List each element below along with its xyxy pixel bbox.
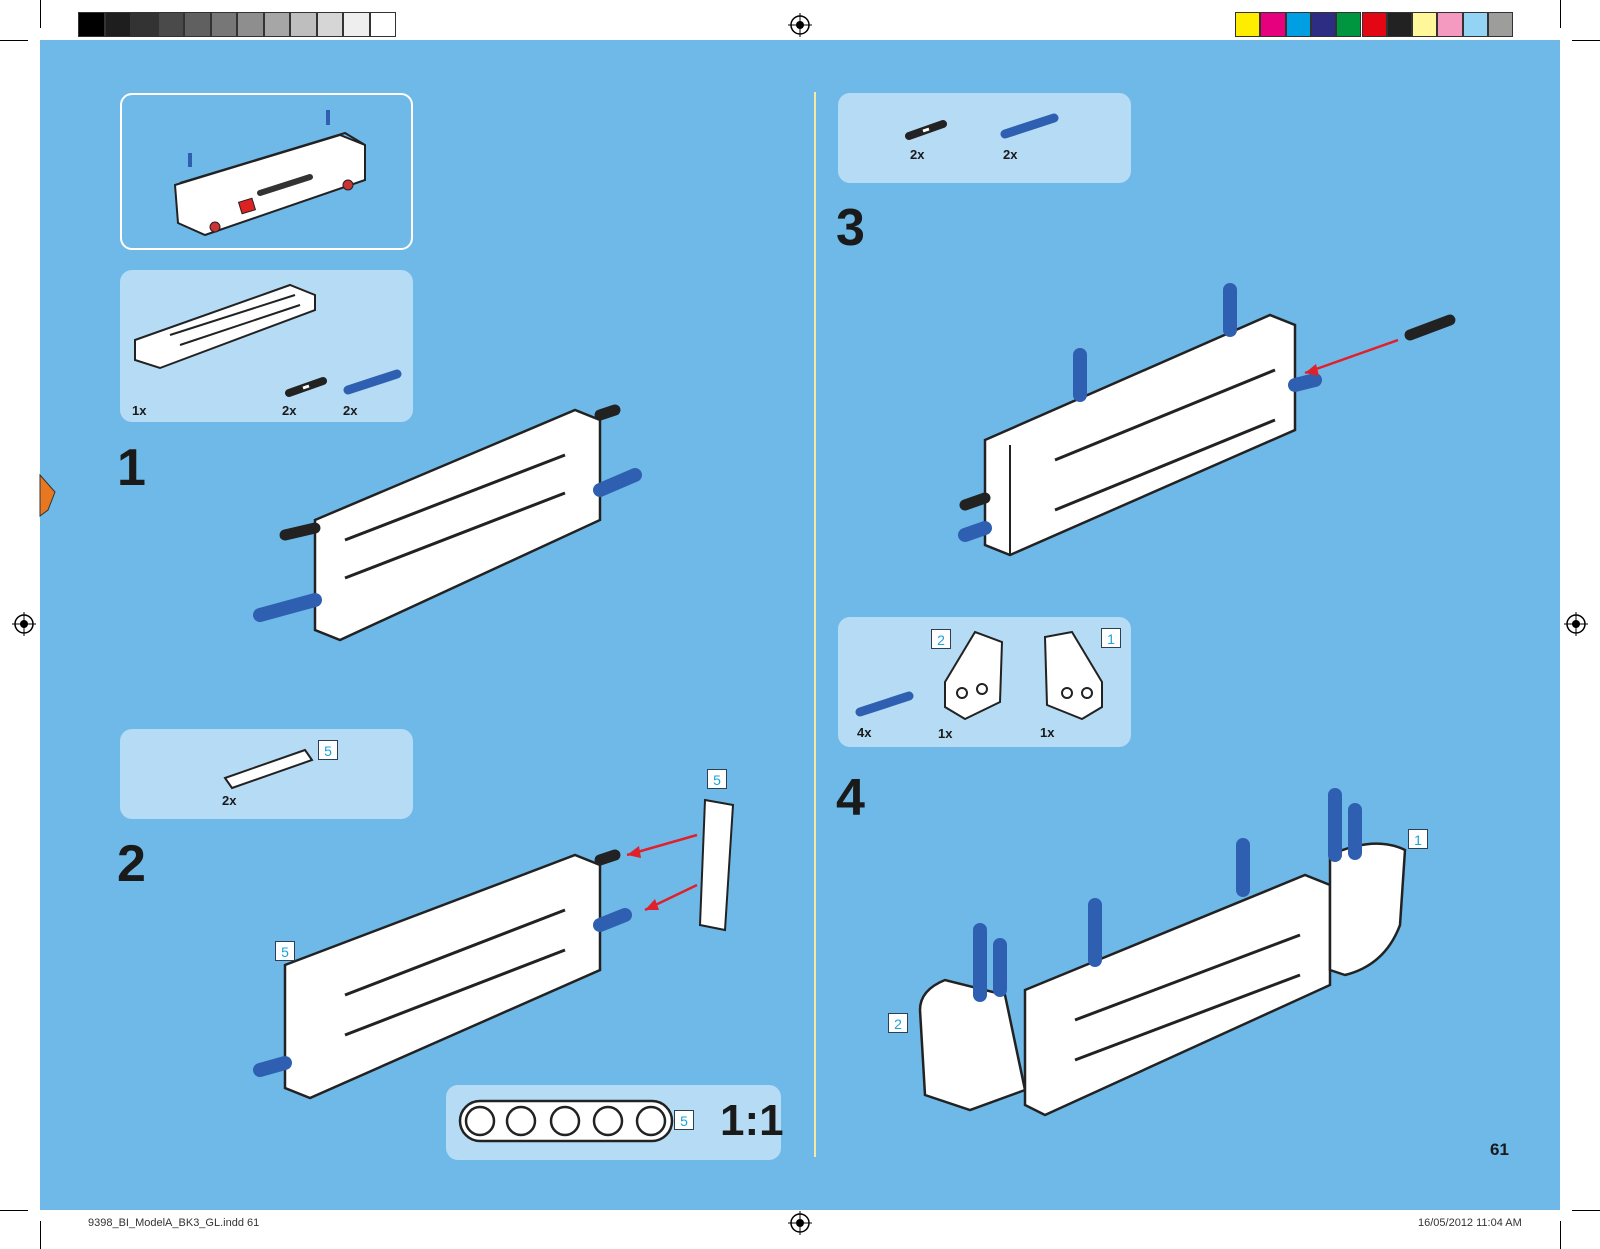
page-number: 61 [1490,1140,1509,1159]
color-swatch [237,12,264,37]
step-4-assembly-image [918,788,1407,1117]
corner-panel-part-image [1043,630,1103,721]
crop-mark [0,40,28,41]
crop-mark [40,0,41,28]
color-swatch [369,12,396,37]
black-friction-pin-icon [285,377,327,397]
length-indicator: 5 [318,740,338,760]
part-qty: 1x [1040,725,1055,740]
color-swatch [78,12,105,37]
color-swatch [157,12,184,37]
step-3-assembly-image [958,283,1456,557]
crop-mark [1572,40,1600,41]
beam-5-part-image [223,748,314,790]
color-swatch [1310,12,1337,37]
color-swatch [1386,12,1413,37]
color-swatch [1437,12,1463,37]
step-1-assembly-image [253,404,642,642]
crop-mark [1572,1210,1600,1211]
step-number: 4 [836,769,865,827]
color-swatch [184,12,211,37]
color-swatch [1235,12,1261,37]
registration-mark-icon [1564,612,1588,636]
part-qty: 2x [910,147,925,162]
color-swatch [263,12,290,37]
color-swatch [343,12,370,37]
color-swatch [210,12,237,37]
color-swatch [131,12,158,37]
step-number: 2 [117,835,146,893]
color-swatch [316,12,343,37]
color-swatch [290,12,317,37]
beam-panel-part-image [134,283,316,370]
part-label: 2 [931,629,951,649]
crop-mark [1560,0,1561,28]
part-qty: 2x [282,403,297,418]
corner-panel-part-image [944,630,1004,721]
part-qty: 2x [1003,147,1018,162]
step-number: 1 [117,439,146,497]
crop-mark [1560,1221,1561,1249]
page-divider [814,92,816,1157]
color-swatch [1412,12,1438,37]
crop-mark [40,1221,41,1249]
part-qty: 1x [938,726,953,741]
blue-axle-pin-icon [343,369,402,395]
part-callout: 1 [1408,829,1428,849]
color-swatch [1285,12,1311,37]
length-callout: 5 [275,941,295,961]
length-callout: 5 [707,769,727,789]
color-swatch [104,12,131,37]
color-swatch [1361,12,1387,37]
part-qty: 4x [857,725,872,740]
reference-model-panel [120,93,413,250]
part-callout: 2 [888,1013,908,1033]
color-swatch [1260,12,1286,37]
length-indicator: 5 [674,1110,694,1130]
part-label: 1 [1101,628,1121,648]
color-swatch [1488,12,1514,37]
scale-ratio: 1:1 [720,1096,784,1145]
part-qty: 2x [222,793,237,808]
step-3-parts-panel [838,93,1131,183]
beam-5-scale-image [458,1099,674,1143]
step-2-assembly-image [253,798,735,1100]
registration-mark-icon [12,612,36,636]
black-friction-pin-icon [905,120,947,140]
crop-mark [0,1210,28,1211]
blue-axle-pin-icon [855,691,914,717]
reference-model-image [173,110,366,237]
part-qty: 1x [132,403,147,418]
blue-axle-pin-icon [1000,113,1059,139]
part-qty: 2x [343,403,358,418]
date-slug: 16/05/2012 11:04 AM [1418,1217,1522,1229]
color-swatch [1462,12,1488,37]
color-swatch [1336,12,1362,37]
step-number: 3 [836,199,865,257]
orange-tab-icon [39,473,56,517]
registration-mark-icon [788,1211,812,1235]
file-slug: 9398_BI_ModelA_BK3_GL.indd 61 [88,1217,260,1229]
registration-mark-icon [788,13,812,37]
